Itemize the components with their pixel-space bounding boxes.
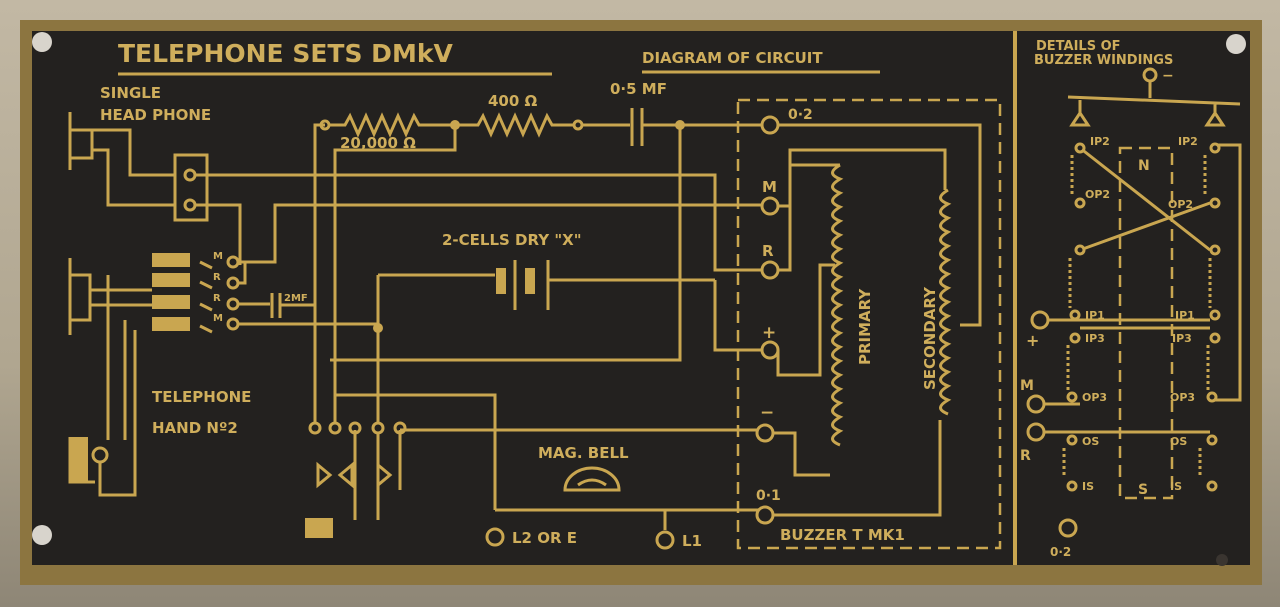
buzzer-terminal-label: 0·2 xyxy=(788,107,813,123)
svg-text:IP3: IP3 xyxy=(1172,332,1192,345)
screw-icon xyxy=(32,32,52,52)
terminal-l2-label: L2 OR E xyxy=(512,529,577,547)
terminal-l2 xyxy=(485,527,505,547)
details-windings xyxy=(1062,142,1221,492)
plate-title: TELEPHONE SETS DMkV xyxy=(118,39,453,68)
svg-text:OP3: OP3 xyxy=(1170,391,1195,404)
headphone-label: SINGLE xyxy=(100,84,161,102)
core-s-label: S xyxy=(1138,482,1148,498)
svg-text:IP1: IP1 xyxy=(1085,309,1105,322)
resistor-400-ohm xyxy=(455,112,630,138)
switch-label: M xyxy=(213,313,223,324)
battery-label: 2-CELLS DRY "X" xyxy=(442,231,582,249)
telephone-handset-symbol xyxy=(68,253,240,497)
wire xyxy=(495,508,765,530)
details-title: BUZZER WINDINGS xyxy=(1034,53,1173,68)
headphone-symbol xyxy=(68,112,209,222)
bell-label: MAG. BELL xyxy=(538,444,629,462)
svg-text:OS: OS xyxy=(1170,435,1187,448)
wire xyxy=(330,125,682,362)
capacitor-1-label: 0·5 MF xyxy=(610,80,667,98)
buzzer-enclosure xyxy=(736,98,1002,550)
headphone-label: HEAD PHONE xyxy=(100,106,211,124)
handset-label: HAND Nº2 xyxy=(152,419,238,437)
handset-label: TELEPHONE xyxy=(152,388,251,406)
wire xyxy=(195,203,765,265)
switch-label: R xyxy=(213,293,221,304)
buzzer-terminal-label: M xyxy=(762,178,777,196)
left-winding-labels: IP2 OP2 IP1 IP3 OP3 OS IS xyxy=(1082,135,1110,493)
switch-label: R xyxy=(213,272,221,283)
terminal-l1-label: L1 xyxy=(682,532,702,550)
screw-icon xyxy=(1216,554,1228,566)
svg-text:IS: IS xyxy=(1170,480,1182,493)
resistor-1-label: 20,000 Ω xyxy=(340,134,416,152)
details-minus-label: − xyxy=(1162,68,1174,84)
svg-text:OP2: OP2 xyxy=(1085,188,1110,201)
svg-text:IP2: IP2 xyxy=(1178,135,1198,148)
svg-text:OS: OS xyxy=(1082,435,1099,448)
core-n-label: N xyxy=(1138,158,1150,174)
switch-label: M xyxy=(213,251,223,262)
wire xyxy=(313,123,325,430)
wire xyxy=(333,125,457,430)
primary-label: PRIMARY xyxy=(856,288,874,365)
battery-symbol xyxy=(378,260,715,310)
buzzer-terminal-label: R xyxy=(762,242,774,260)
svg-text:IS: IS xyxy=(1082,480,1094,493)
details-wiring xyxy=(1067,81,1241,115)
screw-icon xyxy=(1226,34,1246,54)
resistor-2-label: 400 Ω xyxy=(488,92,538,110)
diagram-subtitle: DIAGRAM OF CIRCUIT xyxy=(642,49,823,67)
svg-text:IP3: IP3 xyxy=(1085,332,1105,345)
capacitor-0-5mf xyxy=(630,108,765,146)
svg-text:OP3: OP3 xyxy=(1082,391,1107,404)
right-winding-labels: IP2 OP2 IP1 IP3 OP3 OS IS xyxy=(1168,135,1198,493)
details-wiring xyxy=(1040,143,1242,434)
capacitor-2-label: 2MF xyxy=(284,293,308,304)
buzzer-terminals xyxy=(755,115,780,525)
buzzer-label: BUZZER T MK1 xyxy=(780,526,905,544)
buzzer-terminal-label: + xyxy=(762,323,776,343)
buzzer-wiring xyxy=(773,123,982,517)
secondary-coil xyxy=(939,188,952,416)
primary-coil xyxy=(831,163,844,447)
details-plus-label: + xyxy=(1026,331,1039,350)
screw-icon xyxy=(32,525,52,545)
buzzer-terminal-label: 0·1 xyxy=(756,488,781,504)
terminal-l1 xyxy=(655,530,675,550)
svg-text:IP1: IP1 xyxy=(1175,309,1195,322)
svg-text:OP2: OP2 xyxy=(1168,198,1193,211)
magneto-bell-symbol xyxy=(563,466,621,492)
wire xyxy=(195,173,765,272)
details-m-label: M xyxy=(1020,378,1034,394)
buzzer-terminal-label: − xyxy=(760,403,774,423)
buzzer-core xyxy=(1118,146,1174,500)
details-title: DETAILS OF xyxy=(1036,39,1121,54)
secondary-label: SECONDARY xyxy=(921,286,939,390)
details-r-label: R xyxy=(1020,448,1031,464)
wire xyxy=(238,262,378,326)
key-switch-contacts xyxy=(305,393,765,538)
svg-text:IP2: IP2 xyxy=(1090,135,1110,148)
details-bottom-label: 0·2 xyxy=(1050,545,1071,559)
